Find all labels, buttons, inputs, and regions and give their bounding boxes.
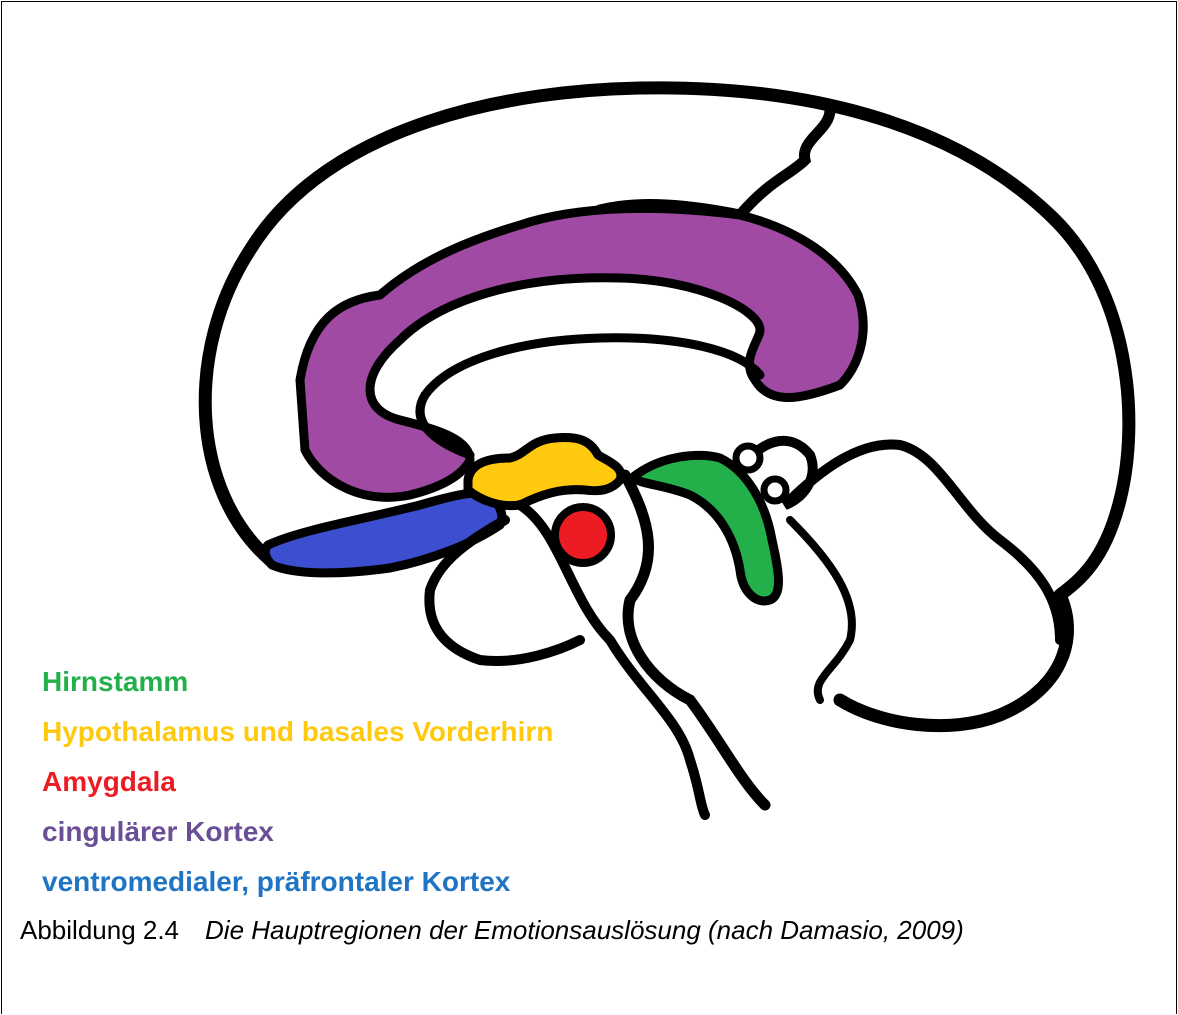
caption-title: Die Hauptregionen der Emotionsauslösung … xyxy=(205,915,964,945)
colliculus-upper xyxy=(736,446,760,470)
legend-hypothalamus: Hypothalamus und basales Vorderhirn xyxy=(42,718,553,746)
figure-caption: Abbildung 2.4 Die Hauptregionen der Emoti… xyxy=(20,915,964,946)
vmpfc-region xyxy=(265,493,502,573)
legend-brainstem: Hirnstamm xyxy=(42,668,188,696)
hypothalamus-region xyxy=(468,438,621,506)
colliculus-lower xyxy=(764,479,786,501)
legend-vmpfc: ventromedialer, präfrontaler Kortex xyxy=(42,868,510,896)
brainstem-region xyxy=(632,455,779,601)
medulla-outline xyxy=(520,505,705,815)
inner-curl xyxy=(420,338,760,455)
upper-sulcus xyxy=(600,110,830,215)
legend-cingulate: cingulärer Kortex xyxy=(42,818,274,846)
cerebellum-outline xyxy=(740,441,1060,640)
cerebellum-inner xyxy=(790,520,852,700)
legend-amygdala: Amygdala xyxy=(42,768,176,796)
caption-number: Abbildung 2.4 xyxy=(20,915,179,945)
